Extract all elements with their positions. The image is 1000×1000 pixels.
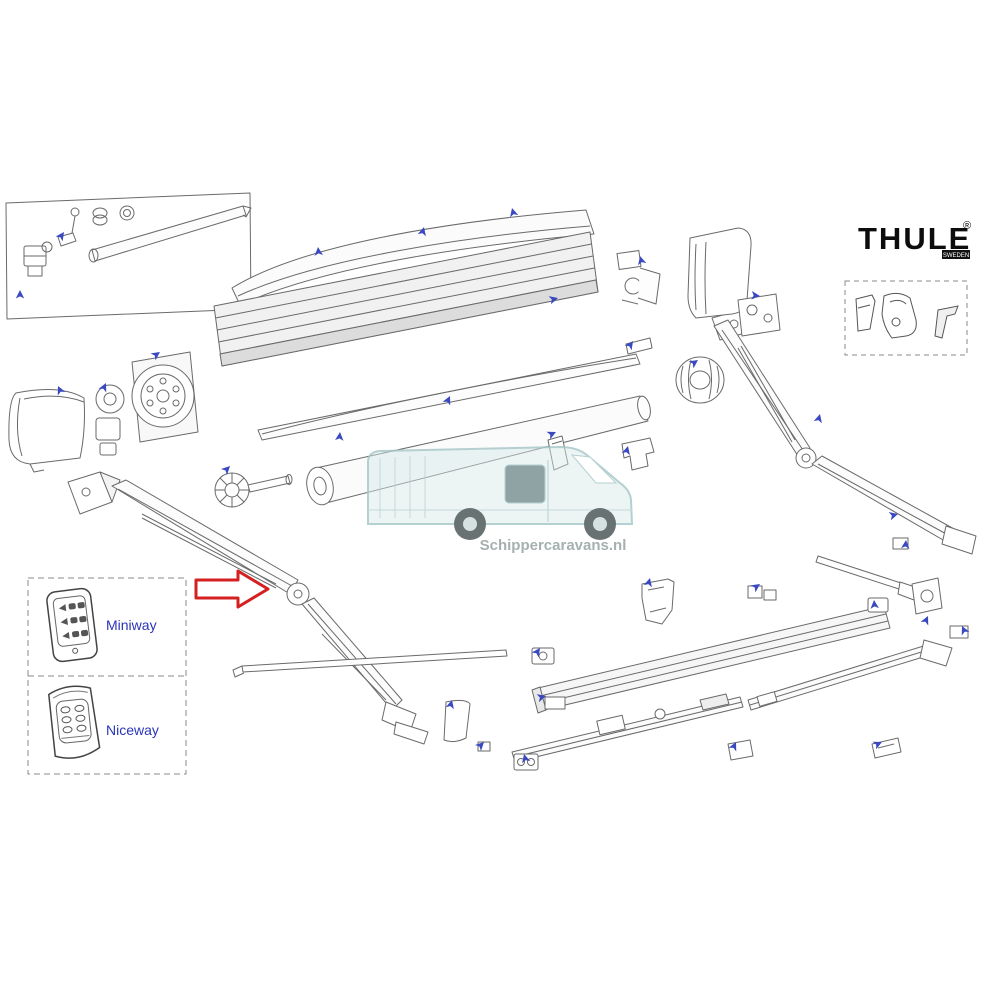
right-spring-arm: [711, 307, 977, 601]
left-end-cap: [8, 389, 85, 473]
thule-logo: THULE ® SWEDEN: [858, 220, 971, 259]
highlight-arrow: [194, 569, 270, 609]
niceway-label: Niceway: [106, 722, 159, 738]
tension-rafter-2: [747, 639, 953, 711]
gear-adapter: [214, 472, 293, 508]
watermark-van: Schippercaravans.nl: [367, 445, 634, 554]
left-spring-arm: [67, 471, 508, 745]
miniway-remote: [46, 587, 98, 663]
right-end-cap-group: [616, 227, 781, 355]
motor-gear-assembly: [95, 351, 199, 456]
cassette-profiles: [213, 209, 641, 441]
support-leg: [641, 578, 675, 625]
small-brackets: [443, 537, 969, 771]
tension-rafter-1: [511, 693, 744, 763]
logo-tagline-box: [942, 250, 970, 259]
miniway-label: Miniway: [106, 617, 157, 633]
fabric-clamp-parts: [547, 435, 655, 471]
logo-tagline: SWEDEN: [943, 253, 969, 259]
lead-rail: [531, 605, 891, 714]
niceway-remote: [47, 685, 101, 759]
part-markers: [15, 208, 970, 764]
remote-legend: Miniway Niceway: [27, 577, 187, 775]
logo-parts-box: [844, 280, 968, 356]
hardware-kit-box: [5, 192, 252, 320]
watermark-text: Schippercaravans.nl: [480, 537, 627, 554]
arm-elbow-joint: [286, 582, 310, 606]
gear-wheel: [675, 356, 725, 404]
registered-mark: ®: [963, 220, 971, 232]
